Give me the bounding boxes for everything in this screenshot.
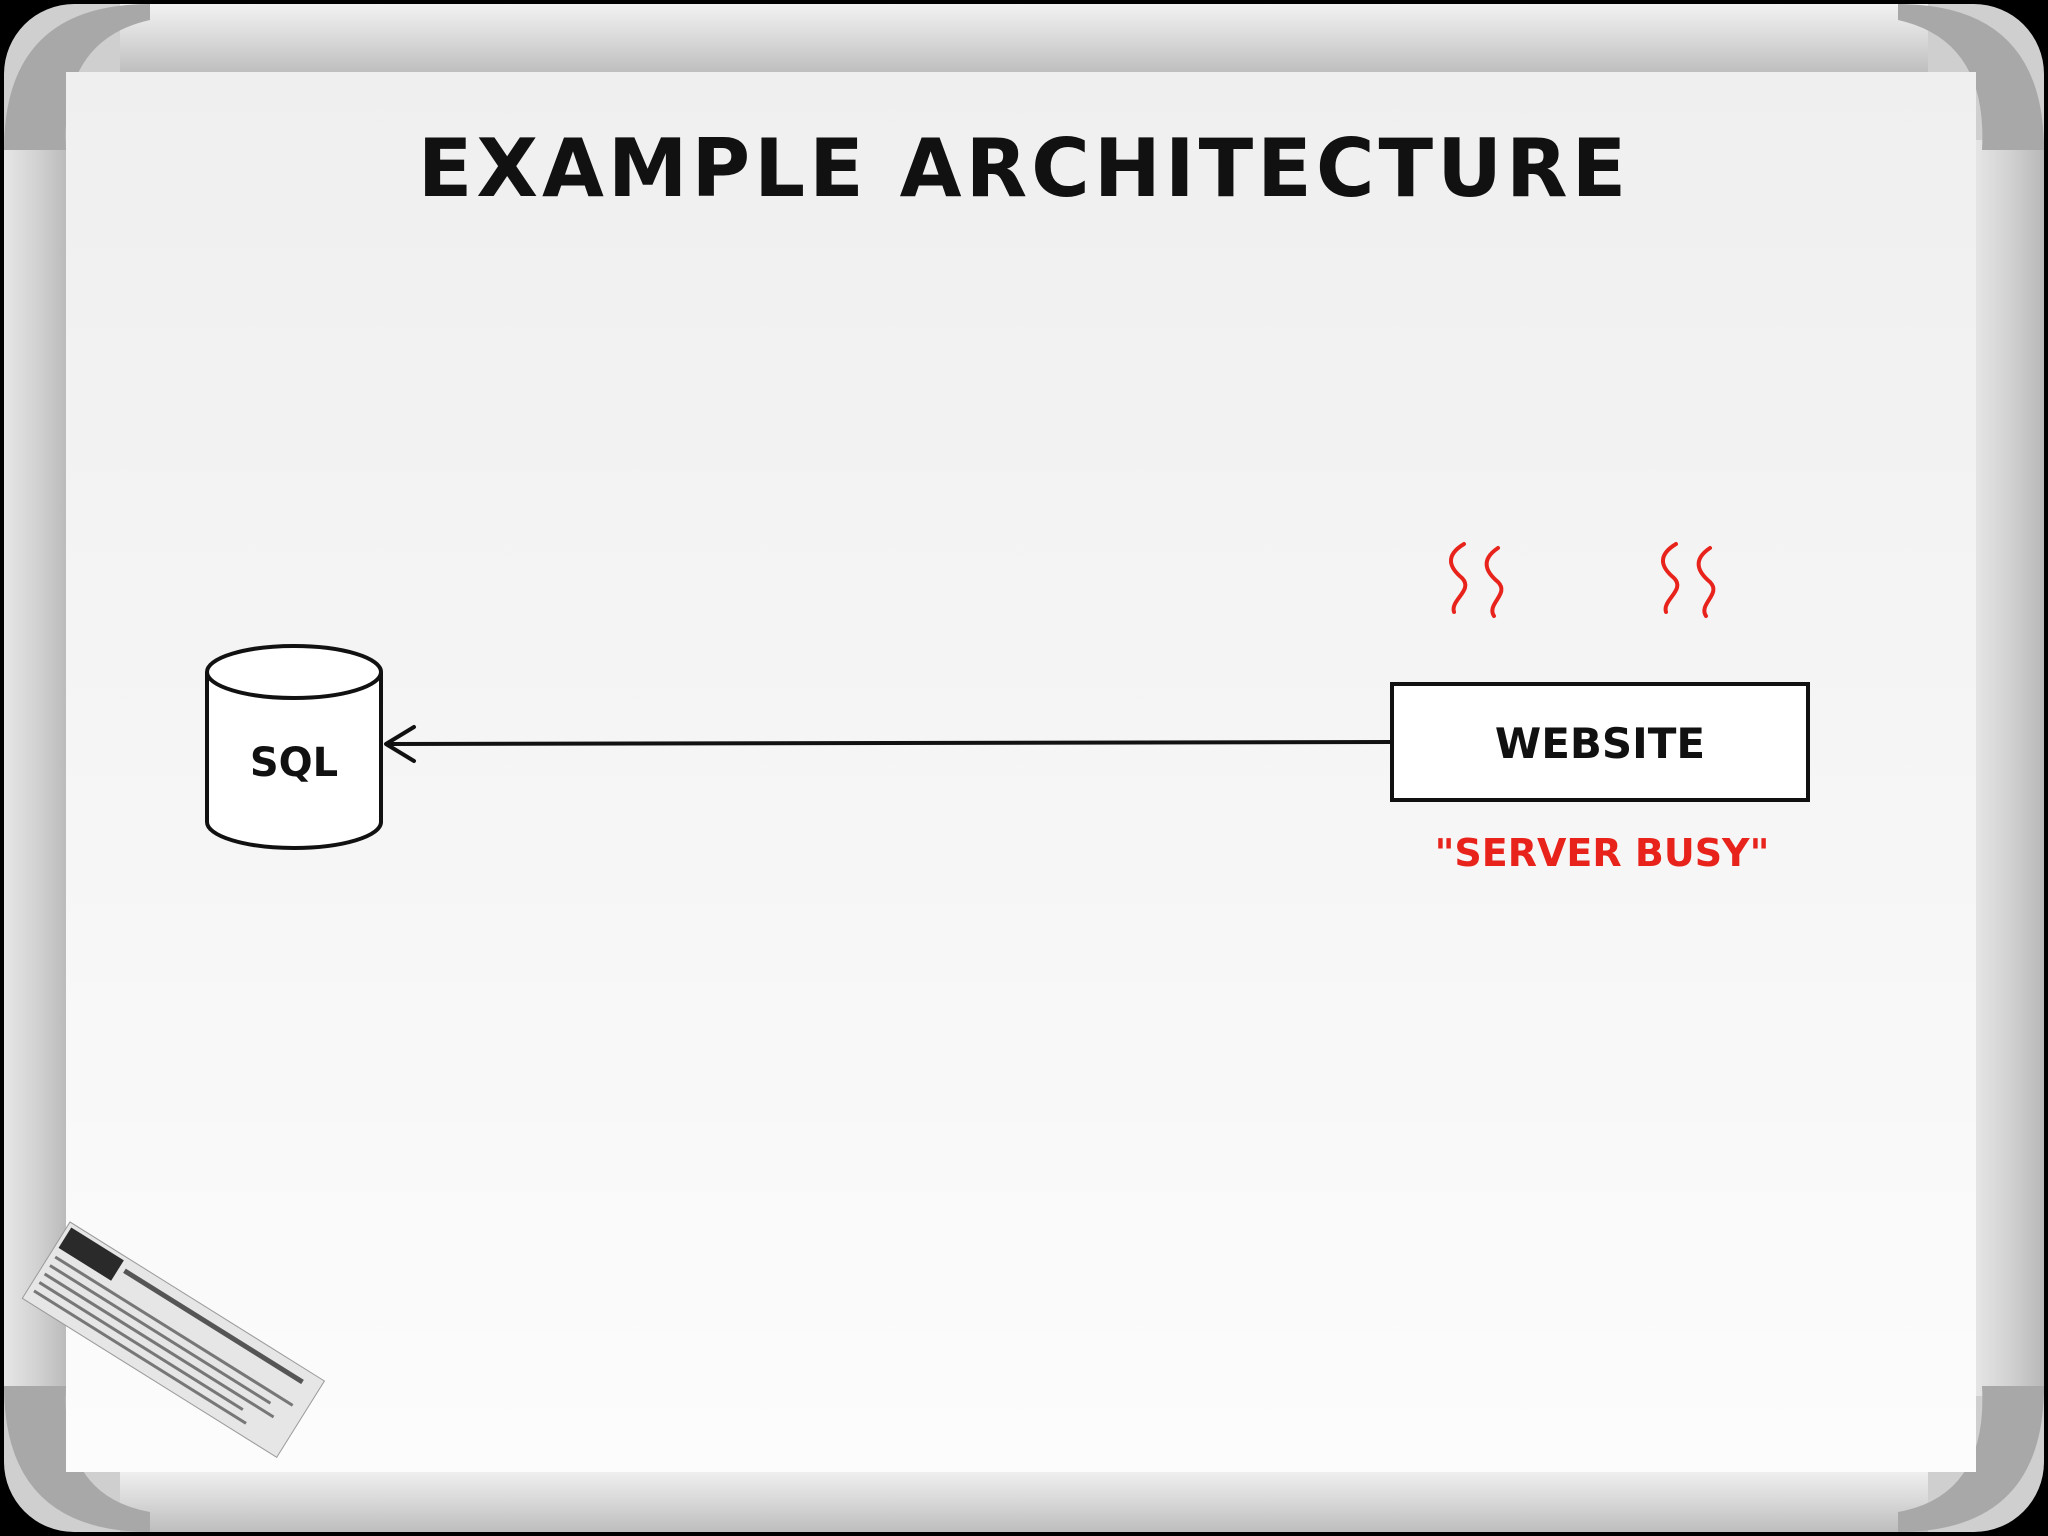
heat-wave-1 xyxy=(1449,542,1468,614)
frame-corner-bottom-left xyxy=(4,1386,150,1532)
heat-wave-2 xyxy=(1484,546,1504,618)
website-status-note: "Server Busy" xyxy=(1435,831,1770,875)
frame-top-rail xyxy=(120,4,1928,74)
frame-bottom-rail xyxy=(120,1468,1928,1532)
frame-corner-bottom-right xyxy=(1898,1386,2044,1532)
website-node: Website xyxy=(1390,682,1810,802)
frame-left-rail xyxy=(4,140,70,1396)
frame-right-rail xyxy=(1974,140,2044,1396)
connection-arrow xyxy=(384,725,1393,763)
page-title: Example Architecture xyxy=(418,122,1631,215)
website-box xyxy=(1390,682,1810,802)
database-label: SQL xyxy=(250,740,338,786)
arrow-left-icon xyxy=(384,725,416,763)
website-label: Website xyxy=(1495,719,1705,768)
database-cylinder-top xyxy=(205,644,383,700)
manufacturer-sticker-icon xyxy=(21,1221,326,1458)
database-cylinder-icon xyxy=(205,672,383,850)
database-node: SQL xyxy=(205,644,383,850)
frame-corner-top-left xyxy=(4,4,150,150)
arrow-line xyxy=(387,740,1393,746)
frame-corner-top-right xyxy=(1898,4,2044,150)
heat-waves-icon xyxy=(1449,542,1716,618)
heat-wave-3 xyxy=(1661,542,1680,614)
heat-wave-4 xyxy=(1696,546,1716,618)
